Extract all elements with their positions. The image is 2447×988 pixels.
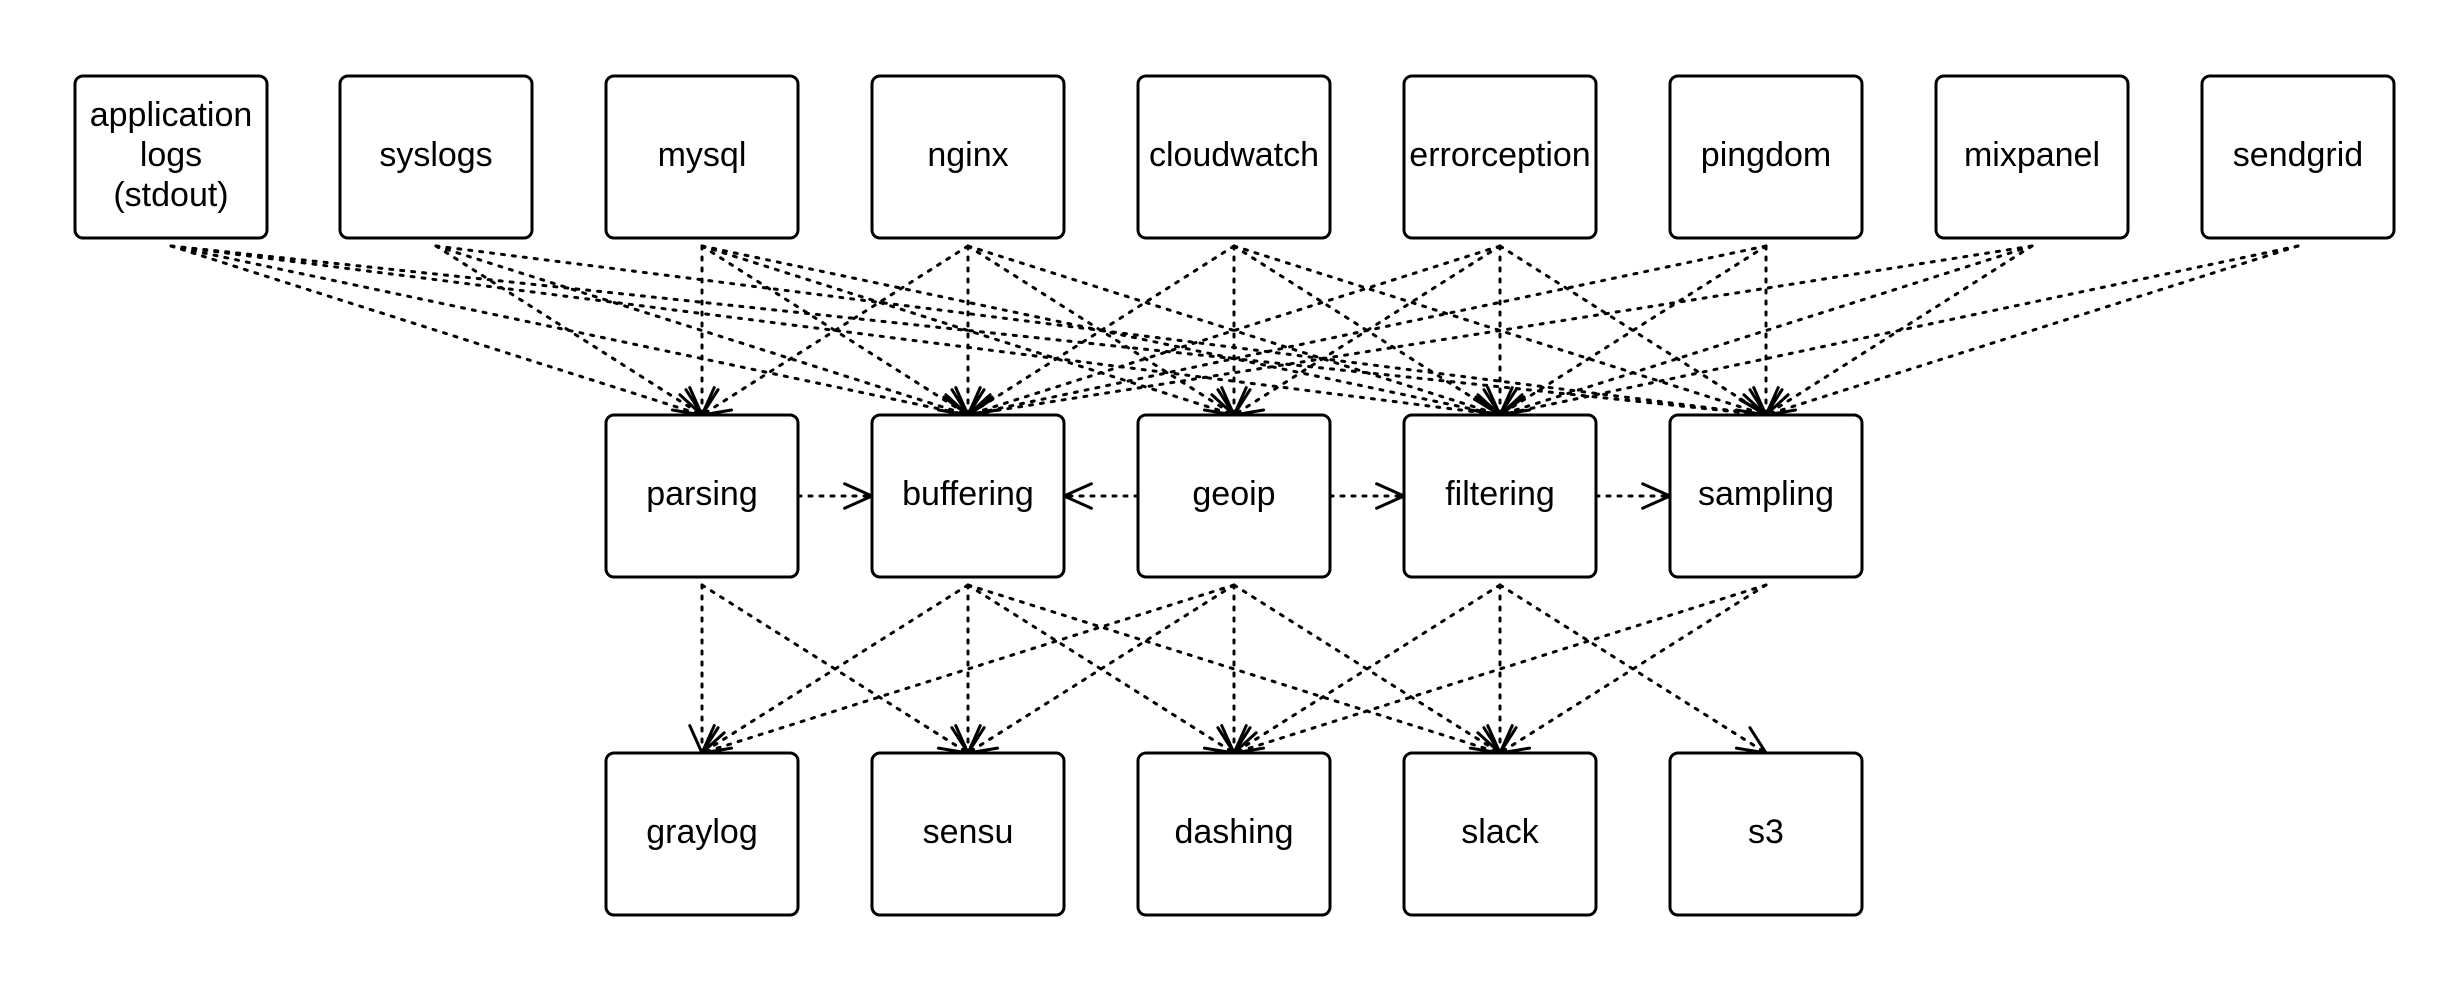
node-geoip: geoip bbox=[1136, 413, 1332, 579]
node-pingdom-box bbox=[1668, 74, 1864, 240]
edge-sendgrid-to-sampling bbox=[1764, 244, 2300, 417]
edge-sampling-to-dashing bbox=[1232, 583, 1768, 755]
edge-errorception-to-buffering bbox=[966, 244, 1502, 417]
edge-syslogs-to-buffering bbox=[434, 244, 970, 417]
node-cloudwatch-box bbox=[1136, 74, 1332, 240]
node-pingdom: pingdom bbox=[1668, 74, 1864, 240]
edge-mixpanel-to-filtering bbox=[1498, 244, 2034, 417]
edge-syslogs-to-parsing bbox=[434, 244, 704, 417]
edge-sampling-to-slack bbox=[1498, 583, 1768, 755]
node-filtering: filtering bbox=[1402, 413, 1598, 579]
node-application-logs-label: logs bbox=[140, 136, 202, 174]
edge-pingdom-to-buffering bbox=[966, 244, 1768, 417]
node-sendgrid: sendgrid bbox=[2200, 74, 2396, 240]
node-mixpanel-box bbox=[1934, 74, 2130, 240]
edge-application-logs-to-sampling bbox=[169, 244, 1768, 417]
edge-cloudwatch-to-buffering bbox=[966, 244, 1236, 417]
node-slack-box bbox=[1402, 751, 1598, 917]
node-cloudwatch: cloudwatch bbox=[1136, 74, 1332, 240]
node-sendgrid-box bbox=[2200, 74, 2396, 240]
node-sensu-label: sensu bbox=[923, 813, 1014, 851]
edge-sendgrid-to-filtering bbox=[1498, 244, 2300, 417]
node-syslogs-label: syslogs bbox=[379, 136, 492, 174]
node-sensu: sensu bbox=[870, 751, 1066, 917]
node-geoip-label: geoip bbox=[1192, 475, 1275, 513]
node-buffering: buffering bbox=[870, 413, 1066, 579]
edge-filtering-to-dashing bbox=[1232, 583, 1502, 755]
node-sensu-box bbox=[870, 751, 1066, 917]
node-application-logs-label: application bbox=[90, 96, 253, 134]
edge-mysql-to-geoip bbox=[700, 244, 1236, 417]
node-filtering-box bbox=[1402, 413, 1598, 579]
node-mysql-box bbox=[604, 74, 800, 240]
node-dashing: dashing bbox=[1136, 751, 1332, 917]
node-cloudwatch-label: cloudwatch bbox=[1149, 136, 1319, 174]
node-errorception-box bbox=[1402, 74, 1598, 240]
node-geoip-box bbox=[1136, 413, 1332, 579]
edge-application-logs-to-parsing bbox=[169, 244, 704, 417]
node-buffering-label: buffering bbox=[902, 475, 1034, 513]
node-nginx-box bbox=[870, 74, 1066, 240]
node-sampling-label: sampling bbox=[1698, 475, 1834, 513]
node-parsing: parsing bbox=[604, 413, 800, 579]
node-errorception-label: errorception bbox=[1409, 136, 1590, 174]
node-dashing-box bbox=[1136, 751, 1332, 917]
node-mixpanel: mixpanel bbox=[1934, 74, 2130, 240]
node-slack-label: slack bbox=[1461, 813, 1539, 851]
node-slack: slack bbox=[1402, 751, 1598, 917]
node-s3-label: s3 bbox=[1748, 813, 1784, 851]
node-parsing-label: parsing bbox=[646, 475, 758, 513]
node-syslogs-box bbox=[338, 74, 534, 240]
node-mysql-label: mysql bbox=[658, 136, 747, 174]
node-application-logs-box bbox=[73, 74, 269, 240]
edge-buffering-to-slack bbox=[966, 583, 1502, 755]
node-nginx-label: nginx bbox=[927, 136, 1008, 174]
node-errorception: errorception bbox=[1402, 74, 1598, 240]
edge-pingdom-to-filtering bbox=[1498, 244, 1768, 417]
node-parsing-box bbox=[604, 413, 800, 579]
node-application-logs-label: (stdout) bbox=[113, 176, 228, 214]
node-dashing-label: dashing bbox=[1174, 813, 1293, 851]
node-nginx: nginx bbox=[870, 74, 1066, 240]
edge-nginx-to-parsing bbox=[700, 244, 970, 417]
node-pingdom-label: pingdom bbox=[1701, 136, 1831, 174]
node-mysql: mysql bbox=[604, 74, 800, 240]
edge-geoip-to-graylog bbox=[700, 583, 1236, 755]
node-buffering-box bbox=[870, 413, 1066, 579]
node-s3-box bbox=[1668, 751, 1864, 917]
node-sampling: sampling bbox=[1668, 413, 1864, 579]
edge-mixpanel-to-buffering bbox=[966, 244, 2034, 417]
edge-geoip-to-sensu bbox=[966, 583, 1236, 755]
edge-buffering-to-graylog bbox=[700, 583, 970, 755]
node-sampling-box bbox=[1668, 413, 1864, 579]
node-filtering-label: filtering bbox=[1445, 475, 1555, 513]
node-sendgrid-label: sendgrid bbox=[2233, 136, 2363, 174]
node-mixpanel-label: mixpanel bbox=[1964, 136, 2100, 174]
node-graylog: graylog bbox=[604, 751, 800, 917]
node-syslogs: syslogs bbox=[338, 74, 534, 240]
node-s3: s3 bbox=[1668, 751, 1864, 917]
node-graylog-box bbox=[604, 751, 800, 917]
node-graylog-label: graylog bbox=[646, 813, 758, 851]
